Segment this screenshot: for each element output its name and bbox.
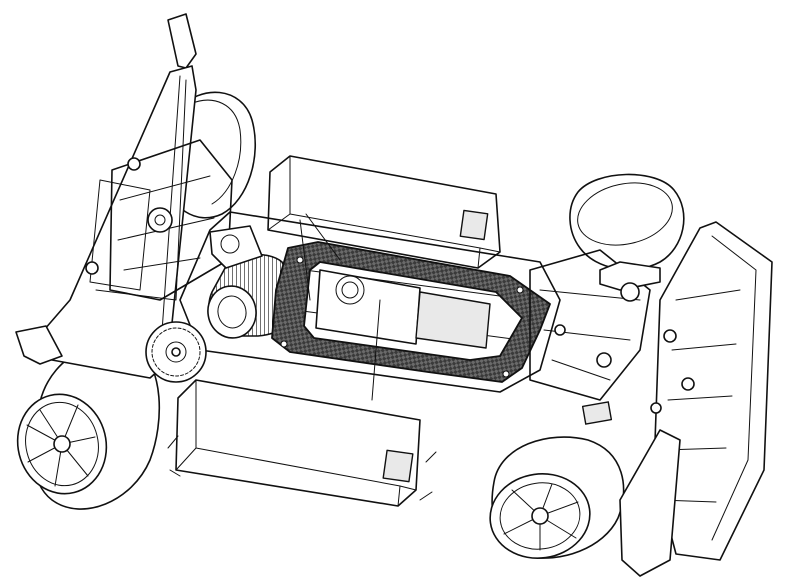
front-right-wheel <box>569 173 685 271</box>
brushless-motor <box>207 225 301 339</box>
battery-pack-right <box>267 155 501 269</box>
front-bumper <box>619 221 773 577</box>
carbon-top-deck <box>271 241 551 383</box>
spur-gear <box>145 321 207 383</box>
front-suspension <box>529 249 661 425</box>
front-left-wheel <box>489 436 625 559</box>
center-electronics <box>299 213 491 401</box>
battery-pack-left <box>167 379 437 507</box>
rear-left-wheel <box>16 342 161 510</box>
